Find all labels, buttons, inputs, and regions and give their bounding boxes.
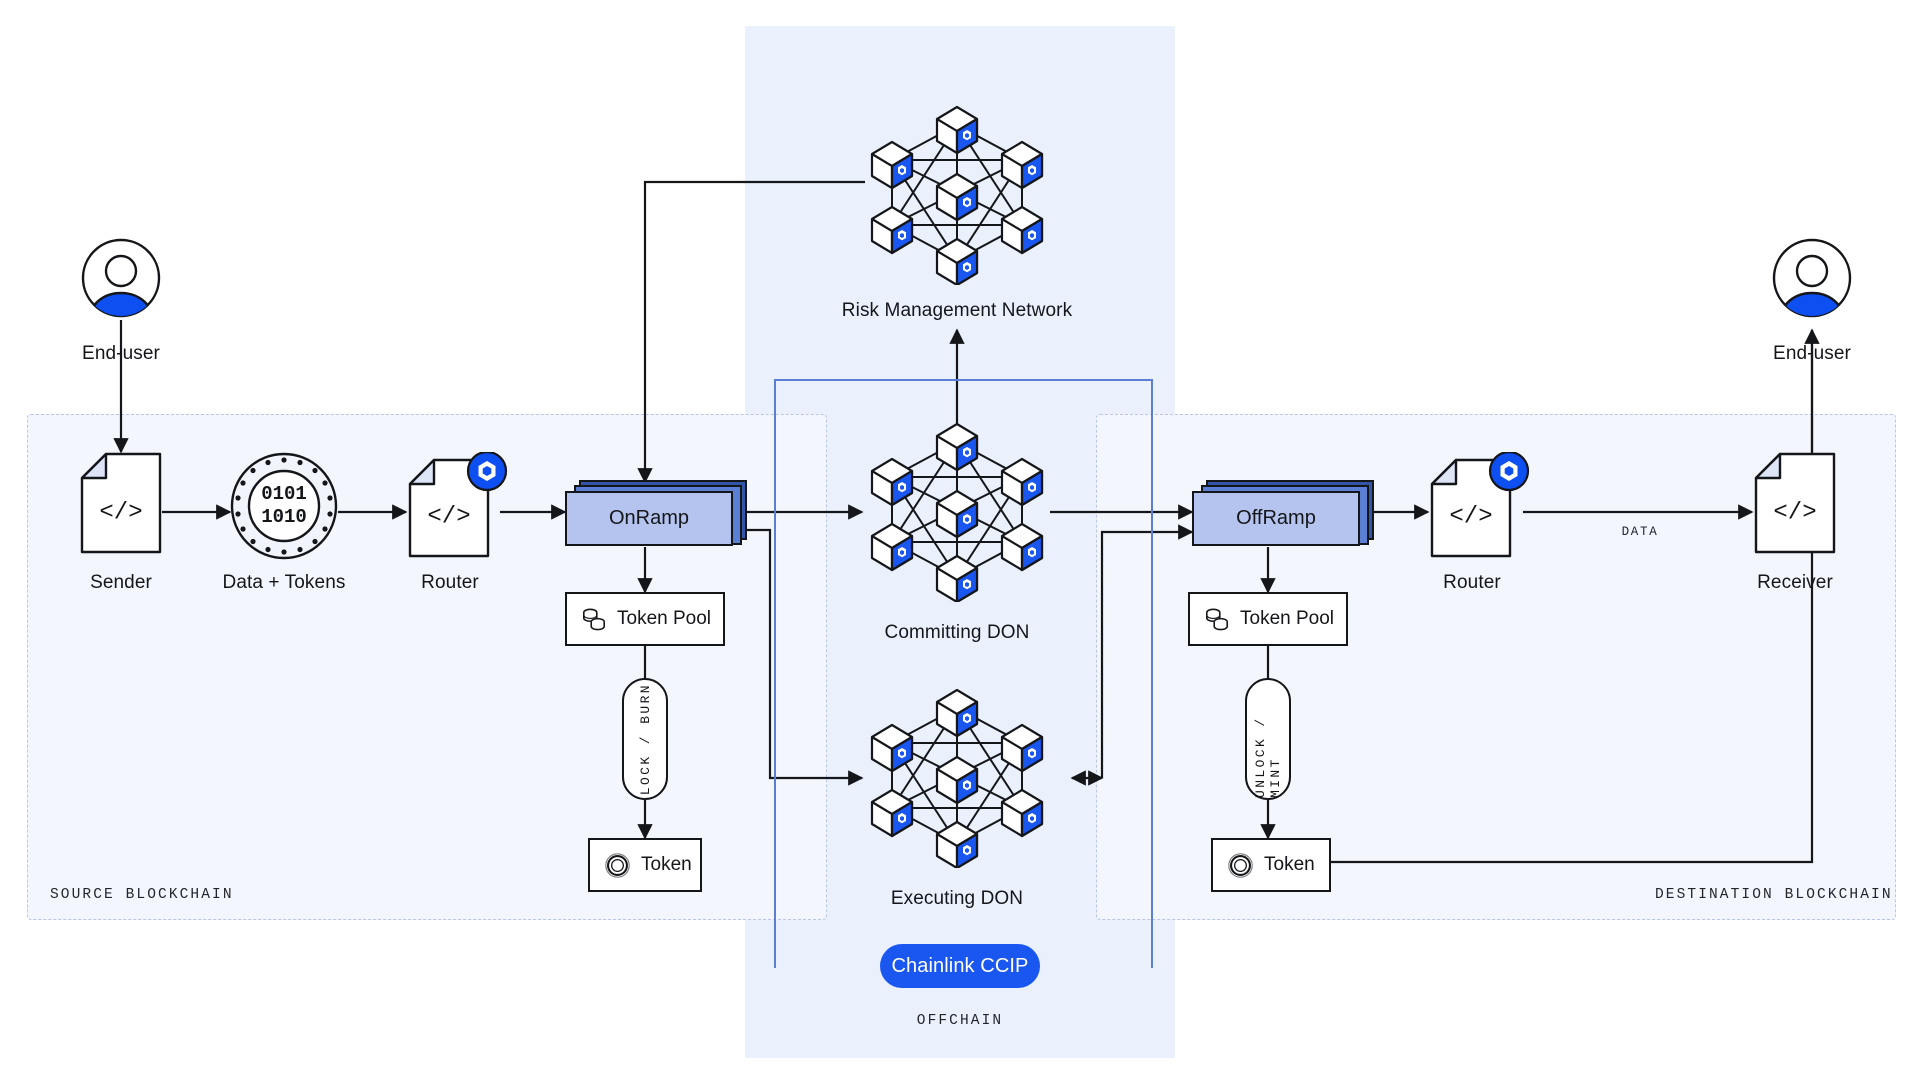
data-edge-label: DATA <box>1621 525 1659 539</box>
executing-don-node <box>862 668 1052 870</box>
source-router-node: </> <box>408 450 508 558</box>
risk-management-network-node <box>862 85 1052 287</box>
destination-end-user <box>1772 238 1852 318</box>
source-end-user <box>81 238 161 318</box>
svg-text:</>: </> <box>1449 503 1492 530</box>
chainlink-ccip-badge[interactable]: Chainlink CCIP <box>880 944 1040 988</box>
committing-don-label: Committing DON <box>884 622 1030 643</box>
lock-burn-capsule: LOCK / BURN <box>622 678 668 800</box>
data-tokens-node: 0101 1010 <box>230 452 338 560</box>
sender-node: </> <box>80 452 162 554</box>
destination-router-node: </> <box>1430 450 1530 558</box>
data-tokens-label: Data + Tokens <box>222 572 346 593</box>
chainlink-hexagon-icon <box>466 450 508 492</box>
unlock-mint-capsule: UNLOCK / MINT <box>1245 678 1291 800</box>
committing-don-node <box>862 402 1052 604</box>
destination-token-node[interactable]: Token <box>1211 838 1331 892</box>
destination-end-user-label: End-user <box>1773 343 1851 364</box>
token-ring-icon <box>605 852 630 878</box>
source-token-label: Token <box>641 854 692 875</box>
destination-token-pool-node[interactable]: Token Pool <box>1188 592 1348 646</box>
source-end-user-label: End-user <box>82 343 160 364</box>
coin-stack-icon <box>582 608 606 631</box>
code-document-icon: </> <box>80 452 162 554</box>
executing-don-label: Executing DON <box>890 888 1024 909</box>
onramp-label-box[interactable]: OnRamp <box>565 491 733 546</box>
offramp-label-box[interactable]: OffRamp <box>1192 491 1360 546</box>
svg-text:</>: </> <box>99 499 142 526</box>
source-token-pool-label: Token Pool <box>617 608 712 629</box>
unlock-mint-label: UNLOCK / MINT <box>1253 716 1283 798</box>
offramp-node[interactable]: OffRamp <box>1192 480 1377 550</box>
chainlink-ccip-label: Chainlink CCIP <box>891 954 1029 977</box>
code-document-icon: </> <box>408 450 508 558</box>
user-avatar-icon <box>81 238 161 318</box>
onramp-label: OnRamp <box>608 507 690 529</box>
source-token-node[interactable]: Token <box>588 838 702 892</box>
binary-disc-icon: 0101 1010 <box>230 452 338 560</box>
destination-token-pool-label: Token Pool <box>1240 608 1335 629</box>
risk-management-network-label: Risk Management Network <box>841 300 1073 321</box>
coin-stack-icon <box>1205 608 1229 631</box>
don-node-cluster-icon <box>870 422 1044 604</box>
svg-text:</>: </> <box>1773 499 1816 526</box>
chainlink-hexagon-icon <box>1488 450 1530 492</box>
receiver-label: Receiver <box>1757 572 1833 593</box>
destination-router-label: Router <box>1443 572 1501 593</box>
code-document-icon: </> <box>1754 452 1836 554</box>
zone-destination-label: DESTINATION BLOCKCHAIN <box>1655 887 1893 903</box>
receiver-node: </> <box>1754 452 1836 554</box>
binary-line-1: 0101 <box>261 483 307 505</box>
code-document-icon: </> <box>1430 450 1530 558</box>
sender-label: Sender <box>90 572 152 593</box>
don-node-cluster-icon <box>870 105 1044 287</box>
zone-offchain-label: OFFCHAIN <box>916 1013 1004 1029</box>
offramp-label: OffRamp <box>1236 507 1316 529</box>
token-ring-icon <box>1228 852 1253 878</box>
user-avatar-icon <box>1772 238 1852 318</box>
onramp-node[interactable]: OnRamp <box>565 480 750 550</box>
source-token-pool-node[interactable]: Token Pool <box>565 592 725 646</box>
source-router-label: Router <box>421 572 479 593</box>
offchain-bracket <box>774 379 1153 968</box>
binary-line-2: 1010 <box>261 506 307 528</box>
lock-burn-label: LOCK / BURN <box>637 682 653 796</box>
svg-text:</>: </> <box>427 503 470 530</box>
destination-token-label: Token <box>1264 854 1315 875</box>
don-node-cluster-icon <box>870 688 1044 870</box>
zone-source-label: SOURCE BLOCKCHAIN <box>50 887 234 903</box>
